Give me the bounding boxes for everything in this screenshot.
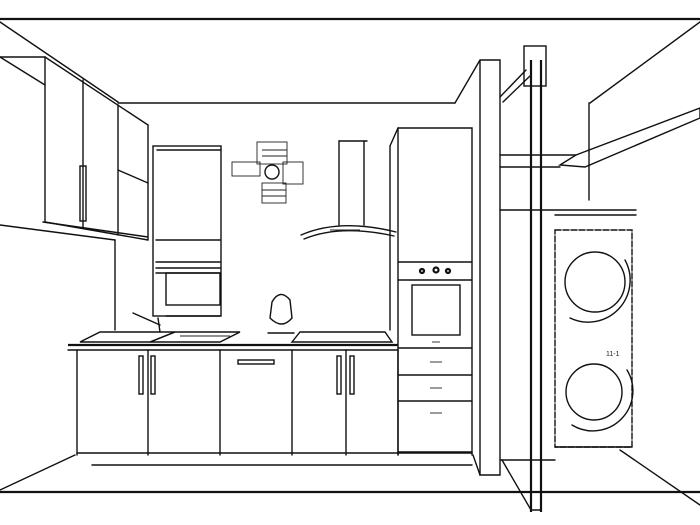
upper-cabinets — [0, 56, 149, 241]
range-hood — [300, 140, 397, 240]
door-frame — [499, 45, 547, 512]
washer-label: 11-1 — [606, 351, 620, 358]
partition-wall — [454, 59, 501, 476]
wall-decor-icon — [231, 141, 304, 204]
tall-oven-cabinet — [389, 127, 473, 456]
room-frame — [0, 17, 700, 506]
window — [152, 145, 222, 317]
laundry-niche: 11-1 — [499, 107, 700, 461]
countertop-items — [79, 293, 394, 343]
base-cabinets — [67, 343, 473, 466]
